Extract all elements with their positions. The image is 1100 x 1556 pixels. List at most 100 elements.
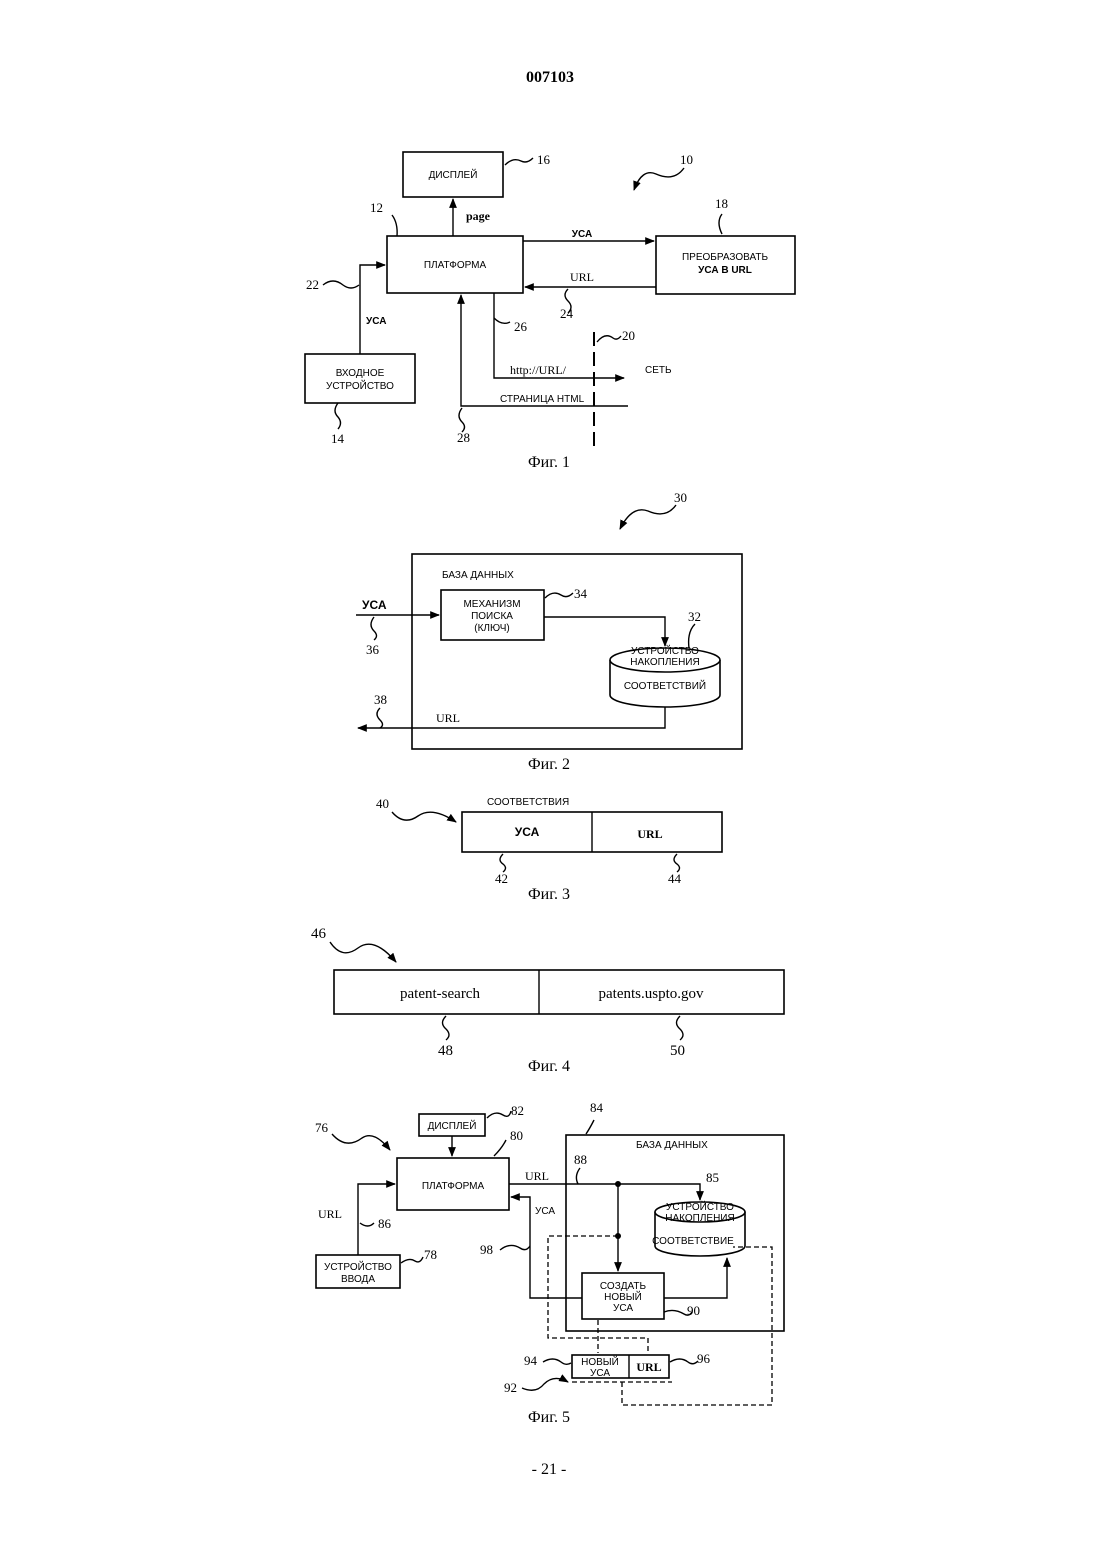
create-label-1: СОЗДАТЬ xyxy=(600,1281,647,1292)
ref-28: 28 xyxy=(457,430,470,445)
arrow-search-to-storage xyxy=(544,617,665,646)
ref-18: 18 xyxy=(715,196,728,211)
leader-78 xyxy=(401,1257,423,1263)
convert-label-2: УСА В URL xyxy=(698,265,752,276)
pointer-46 xyxy=(330,942,396,962)
platform-label-5: ПЛАТФОРМА xyxy=(422,1181,485,1192)
leader-14 xyxy=(335,403,341,429)
leader-94 xyxy=(543,1359,571,1364)
leader-22 xyxy=(323,281,359,288)
search-label-1: МЕХАНИЗМ xyxy=(463,599,520,610)
url-top-label: URL xyxy=(525,1169,549,1183)
ref-34: 34 xyxy=(574,586,588,601)
ref-98: 98 xyxy=(480,1242,493,1257)
cell-yca: УСА xyxy=(515,825,540,839)
ref-94: 94 xyxy=(524,1353,538,1368)
leader-84 xyxy=(586,1120,594,1134)
ref-24: 24 xyxy=(560,306,574,321)
leader-98 xyxy=(500,1245,530,1250)
display-label-5: ДИСПЛЕЙ xyxy=(428,1119,477,1132)
arrow-create-storage xyxy=(664,1258,727,1298)
search-label-2: ПОИСКА xyxy=(471,611,513,622)
ref-88: 88 xyxy=(574,1152,587,1167)
leader-28 xyxy=(459,408,465,432)
database-label: БАЗА ДАННЫХ xyxy=(442,570,514,581)
ref-10: 10 xyxy=(680,152,693,167)
ref-86: 86 xyxy=(378,1216,392,1231)
storage-label-5c: СООТВЕТСТВИЕ xyxy=(652,1236,734,1247)
yca-left-label: УСА xyxy=(366,316,386,327)
pointer-92 xyxy=(522,1378,568,1390)
network-label: СЕТЬ xyxy=(645,365,672,376)
pointer-40 xyxy=(392,812,456,822)
cell-url: URL xyxy=(637,827,662,841)
ref-48: 48 xyxy=(438,1043,453,1059)
figure-4-caption: Фиг. 4 xyxy=(528,1058,570,1075)
ref-90: 90 xyxy=(687,1303,700,1318)
storage-label-2: НАКОПЛЕНИЯ xyxy=(630,657,699,668)
yca-back-label: УСА xyxy=(535,1206,555,1217)
ref-80: 80 xyxy=(510,1128,523,1143)
leader-86 xyxy=(360,1223,374,1226)
figure-1: ДИСПЛЕЙ ПЛАТФОРМА ПРЕОБРАЗОВАТЬ УСА В UR… xyxy=(305,152,795,471)
input-device-label-1: ВХОДНОЕ xyxy=(336,368,385,379)
storage-label-3: СООТВЕТСТВИЙ xyxy=(624,679,706,692)
input-device-label-2: УСТРОЙСТВО xyxy=(326,379,394,392)
arrow-url-to-storage xyxy=(509,1184,700,1200)
display-label: ДИСПЛЕЙ xyxy=(429,168,478,181)
url-out-label: URL xyxy=(436,711,460,725)
ref-36: 36 xyxy=(366,642,380,657)
pointer-76 xyxy=(332,1134,390,1150)
platform-label: ПЛАТФОРМА xyxy=(424,260,487,271)
html-page-label: СТРАНИЦА HTML xyxy=(500,394,585,405)
yca-in-label: УСА xyxy=(362,598,387,612)
leader-80 xyxy=(494,1140,506,1156)
ref-26: 26 xyxy=(514,319,528,334)
ref-92: 92 xyxy=(504,1380,517,1395)
ref-76: 76 xyxy=(315,1120,329,1135)
leader-36 xyxy=(371,617,377,640)
figure-1-caption: Фиг. 1 xyxy=(528,454,570,471)
http-label: http://URL/ xyxy=(510,363,567,377)
ref-78: 78 xyxy=(424,1247,437,1262)
leader-16 xyxy=(505,158,533,165)
create-label-3: УСА xyxy=(613,1303,633,1314)
ref-30: 30 xyxy=(674,490,687,505)
storage-label-5b: НАКОПЛЕНИЯ xyxy=(665,1213,734,1224)
cell-uspto: patents.uspto.gov xyxy=(599,986,704,1002)
ref-12: 12 xyxy=(370,200,383,215)
pointer-30 xyxy=(620,505,676,529)
ref-82: 82 xyxy=(511,1103,524,1118)
figure-5: ДИСПЛЕЙ ПЛАТФОРМА УСТРОЙСТВО ВВОДА БАЗА … xyxy=(315,1100,784,1426)
figure-2: БАЗА ДАННЫХ МЕХАНИЗМ ПОИСКА (КЛЮЧ) УСТРО… xyxy=(356,490,742,773)
storage-label-5a: УСТРОЙСТВО xyxy=(666,1200,734,1213)
ref-85: 85 xyxy=(706,1170,719,1185)
leader-32 xyxy=(689,624,695,648)
leader-26 xyxy=(494,318,510,323)
leader-82 xyxy=(487,1111,511,1118)
leader-12 xyxy=(392,215,397,236)
arrow-html-page xyxy=(461,295,628,406)
ref-20: 20 xyxy=(622,328,635,343)
create-label-2: НОВЫЙ xyxy=(604,1290,642,1303)
new-yca-label-2: УСА xyxy=(590,1368,610,1379)
ref-38: 38 xyxy=(374,692,387,707)
ref-32: 32 xyxy=(688,609,701,624)
figure-2-caption: Фиг. 2 xyxy=(528,756,570,773)
leader-96 xyxy=(670,1359,698,1364)
ref-42: 42 xyxy=(495,871,508,886)
leader-44 xyxy=(674,854,680,872)
ref-40: 40 xyxy=(376,796,389,811)
leader-20 xyxy=(597,336,621,342)
leader-18 xyxy=(719,214,722,234)
figure-3: СООТВЕТСТВИЯ УСА URL 40 42 44 Фиг. 3 xyxy=(376,796,722,903)
new-url-cell: URL xyxy=(636,1360,661,1374)
page-label: page xyxy=(466,209,491,223)
url-left-label: URL xyxy=(318,1207,342,1221)
leader-48 xyxy=(443,1016,450,1040)
arrow-input-to-platform xyxy=(360,265,385,354)
leader-50 xyxy=(677,1016,684,1040)
pointer-10 xyxy=(634,168,684,190)
figure-4: patent-search patents.uspto.gov 46 48 50… xyxy=(311,926,784,1075)
